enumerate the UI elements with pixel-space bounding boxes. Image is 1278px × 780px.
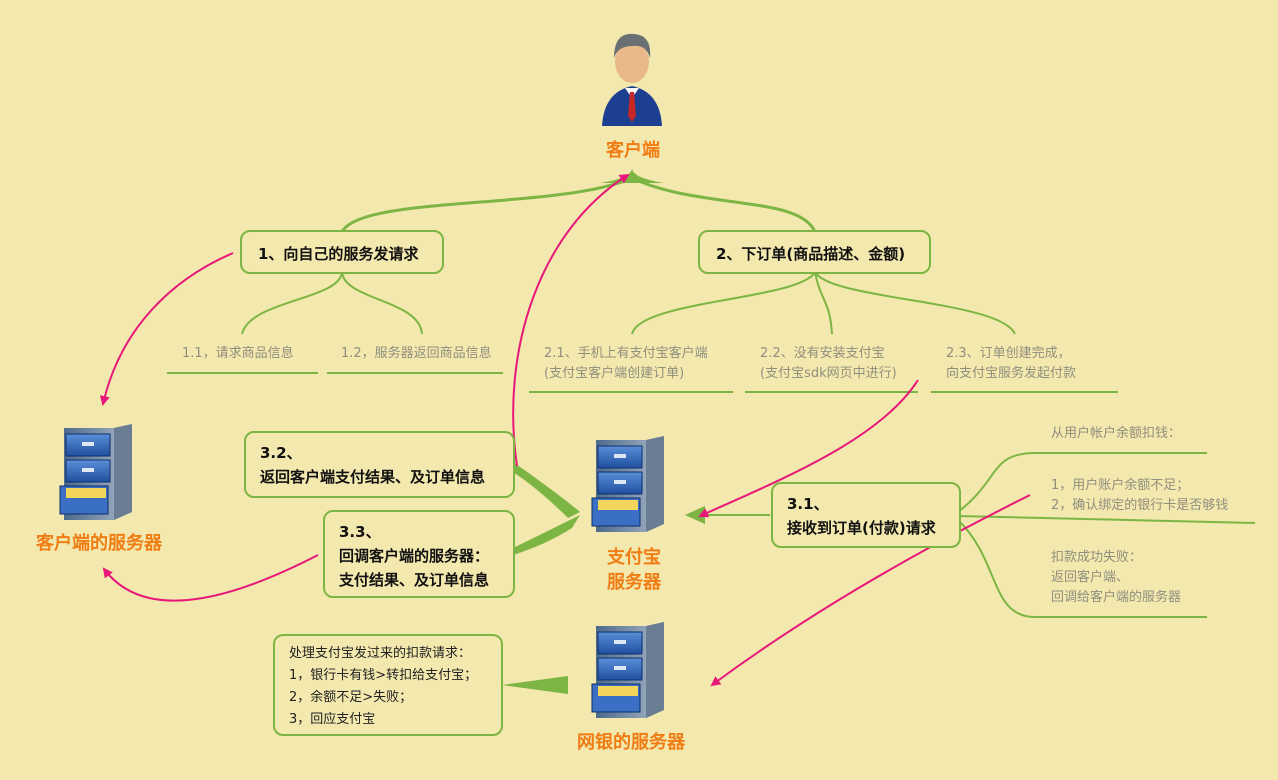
- step3-1-c-label: 扣款成功失败：返回客户端、回调给客户端的服务器: [1051, 550, 1182, 605]
- step3-1-a-label: 从用户帐户余额扣钱：: [1051, 426, 1182, 441]
- person-icon: [602, 33, 662, 126]
- step1-1-label: 1.1，请求商品信息: [182, 346, 294, 361]
- server-icon: [59, 424, 132, 520]
- branch-wedge-32: [513, 462, 580, 518]
- step1-2-label: 1.2，服务器返回商品信息: [341, 346, 492, 361]
- branch-wedge-33: [513, 515, 580, 555]
- server-icon: [591, 436, 664, 532]
- step1-box: 1、向自己的服务发请求: [240, 230, 444, 274]
- step2-1-label: 2.1、手机上有支付宝客户端(支付宝客户端创建订单): [544, 346, 708, 381]
- step3-1-b-label: 1，用户账户余额不足；2，确认绑定的银行卡是否够钱: [1051, 478, 1229, 513]
- step2-3-label: 2.3、订单创建完成，向支付宝服务发起付款: [946, 346, 1077, 381]
- alipay-server-label: 支付宝 服务器: [607, 547, 661, 593]
- branch-wedge-bank: [502, 676, 568, 694]
- step3-2-box: 3.2、返回客户端支付结果、及订单信息: [244, 431, 515, 498]
- bank-process-box: 处理支付宝发过来的扣款请求： 1，银行卡有钱>转扣给支付宝； 2，余额不足>失败…: [273, 634, 503, 736]
- step3-1-box: 3.1、接收到订单(付款)请求: [771, 482, 961, 548]
- server-icon: [591, 622, 664, 718]
- step1-label: 1、向自己的服务发请求: [258, 245, 419, 263]
- branch-lines: [167, 176, 1256, 618]
- step2-label: 2、下订单(商品描述、金额): [716, 245, 906, 263]
- arrows: [99, 173, 1031, 687]
- bank-server-label: 网银的服务器: [577, 732, 685, 753]
- client-server-label: 客户端的服务器: [36, 533, 162, 554]
- step2-2-label: 2.2、没有安装支付宝(支付宝sdk网页中进行): [760, 346, 897, 381]
- client-label: 客户端: [606, 140, 660, 161]
- step3-3-box: 3.3、回调客户端的服务器：支付结果、及订单信息: [323, 510, 515, 598]
- branch-wedge: [600, 168, 664, 183]
- step2-box: 2、下订单(商品描述、金额): [698, 230, 931, 274]
